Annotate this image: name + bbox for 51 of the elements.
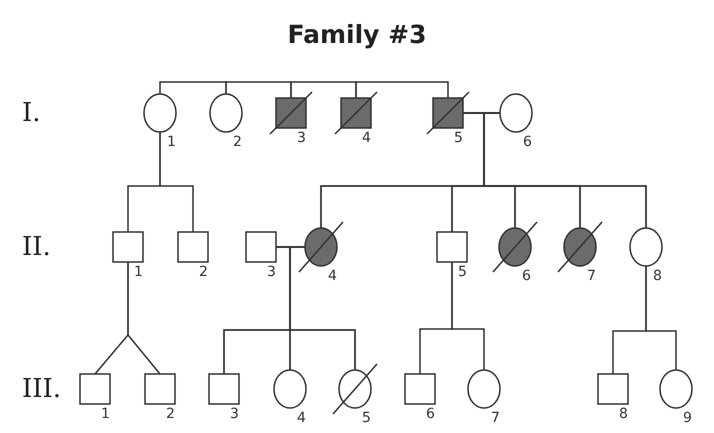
pedigree-line xyxy=(289,246,356,370)
individual-number: 5 xyxy=(454,131,463,145)
female-circle xyxy=(499,93,533,133)
male-square xyxy=(208,373,240,405)
female-circle xyxy=(143,93,177,133)
individual-number: 2 xyxy=(233,135,242,149)
pedigree-line xyxy=(127,262,161,374)
title: Family #3 xyxy=(287,20,426,49)
individual-number: 9 xyxy=(683,411,692,425)
individual-number: 6 xyxy=(426,407,435,421)
individual-number: 7 xyxy=(491,411,500,425)
male-square xyxy=(597,373,629,405)
female-circle xyxy=(659,369,693,409)
individual-number: 3 xyxy=(267,265,276,279)
female-circle xyxy=(273,369,307,409)
individual-number: 8 xyxy=(653,269,662,283)
individual-number: 8 xyxy=(619,407,628,421)
individual-number: 5 xyxy=(458,265,467,279)
female-circle xyxy=(209,93,243,133)
generation-label: III. xyxy=(22,376,62,402)
individual-number: 3 xyxy=(297,131,306,145)
generation-label: I. xyxy=(22,100,41,126)
pedigree-line xyxy=(451,262,485,370)
individual-number: 1 xyxy=(134,265,143,279)
pedigree-line xyxy=(290,81,357,98)
individual-number: 2 xyxy=(166,407,175,421)
pedigree-line xyxy=(645,266,677,370)
individual-number: 4 xyxy=(362,131,371,145)
individual-number: 6 xyxy=(522,269,531,283)
individual-number: 4 xyxy=(297,411,306,425)
male-square xyxy=(112,231,144,263)
male-square xyxy=(144,373,176,405)
individual-number: 4 xyxy=(328,269,337,283)
generation-label: II. xyxy=(22,234,51,260)
individual-number: 6 xyxy=(523,135,532,149)
male-square xyxy=(79,373,111,405)
individual-number: 1 xyxy=(167,135,176,149)
individual-number: 3 xyxy=(230,407,239,421)
pedigree-line xyxy=(159,132,194,232)
individual-number: 7 xyxy=(587,269,596,283)
individual-number: 2 xyxy=(199,265,208,279)
male-square xyxy=(404,373,436,405)
pedigree-line xyxy=(355,81,449,98)
female-circle xyxy=(629,227,663,267)
male-square xyxy=(436,231,468,263)
male-square xyxy=(177,231,209,263)
individual-number: 5 xyxy=(362,411,371,425)
male-square xyxy=(245,231,277,263)
individual-number: 1 xyxy=(101,407,110,421)
female-circle xyxy=(467,369,501,409)
pedigree-line xyxy=(159,81,227,94)
